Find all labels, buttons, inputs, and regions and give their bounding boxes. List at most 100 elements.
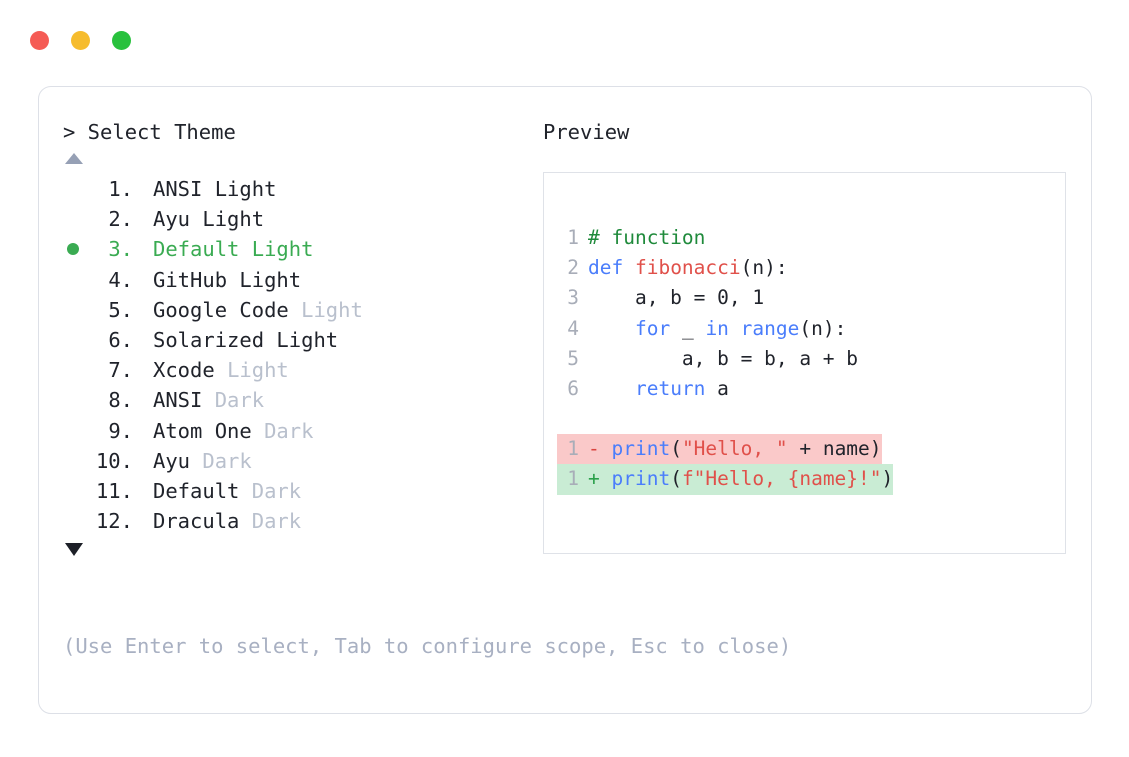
code-token-string: f"Hello, {name}!" — [681, 467, 882, 491]
theme-item-variant: Light — [301, 297, 363, 322]
code-token-plain: (n): — [740, 256, 788, 280]
theme-list-item[interactable]: 7. Xcode Light — [63, 355, 533, 385]
code-line-number: 3 — [567, 286, 579, 310]
theme-list-item[interactable]: 11. Default Dark — [63, 476, 533, 506]
theme-item-name: Atom One — [153, 418, 265, 443]
code-line-content: return a — [588, 374, 729, 404]
theme-item-gap — [133, 204, 153, 234]
theme-list-item[interactable]: 4. GitHub Light — [63, 265, 533, 295]
theme-list-item[interactable]: 9. Atom One Dark — [63, 416, 533, 446]
code-token-plain: ( — [670, 467, 682, 491]
diff-line-number: 1 — [567, 437, 579, 461]
theme-item-gap — [133, 476, 153, 506]
theme-list-item[interactable]: 1. ANSI Light — [63, 174, 533, 204]
code-line-content: a, b = 0, 1 — [588, 283, 764, 313]
close-window-button[interactable] — [30, 31, 49, 50]
theme-item-name: ANSI — [153, 388, 215, 413]
code-line-content: def fibonacci(n): — [588, 253, 788, 283]
theme-item-number: 7. — [108, 358, 133, 383]
code-line: 4 for _ in range(n): — [557, 314, 893, 344]
keyboard-help-text: (Use Enter to select, Tab to configure s… — [63, 634, 792, 658]
theme-item-number: 6. — [108, 327, 133, 352]
theme-item-name: Dracula — [153, 509, 252, 534]
theme-item-variant: Light — [251, 237, 314, 262]
theme-item-gap — [133, 234, 153, 264]
theme-list-item[interactable]: 8. ANSI Dark — [63, 385, 533, 415]
code-line-content: # function — [588, 223, 705, 253]
theme-list-item[interactable]: 5. Google Code Light — [63, 295, 533, 325]
theme-item-variant: Light — [202, 207, 265, 232]
code-line: 6 return a — [557, 374, 893, 404]
code-token-keyword: print — [611, 467, 671, 491]
code-line-content: a, b = b, a + b — [588, 344, 858, 374]
code-line-content: for _ in range(n): — [588, 314, 846, 344]
diff-marker: - — [588, 437, 612, 461]
theme-list-item[interactable]: 6. Solarized Light — [63, 325, 533, 355]
code-line-number: 5 — [567, 346, 579, 370]
theme-item-variant: Dark — [264, 418, 314, 443]
diff-line-row: 1- print("Hello, " + name) — [557, 434, 893, 465]
diff-line-number: 1 — [567, 467, 579, 491]
code-line-number: 6 — [567, 377, 579, 401]
theme-item-variant: Dark — [251, 509, 302, 534]
code-token-keyword: for — [634, 316, 671, 340]
theme-item-number: 3. — [108, 237, 133, 262]
theme-list-item[interactable]: 10. Ayu Dark — [63, 446, 533, 476]
theme-item-name: ANSI — [153, 177, 215, 201]
theme-item-number: 4. — [108, 267, 133, 292]
code-token-plain: _ — [670, 316, 706, 340]
diff-line-row: 1+ print(f"Hello, {name}!") — [557, 464, 894, 495]
theme-item-variant: Dark — [202, 448, 252, 473]
code-line-number: 1 — [567, 226, 579, 249]
code-token-keyword: in range — [705, 316, 800, 340]
window-traffic-lights — [30, 31, 131, 50]
theme-item-name: Default — [153, 478, 252, 503]
maximize-window-button[interactable] — [112, 31, 131, 50]
theme-item-number: 8. — [108, 388, 133, 413]
theme-item-variant: Dark — [251, 478, 302, 503]
theme-item-gap — [133, 325, 153, 355]
theme-item-name: Ayu — [153, 448, 203, 473]
theme-item-gap — [133, 416, 153, 446]
triangle-down-icon[interactable] — [65, 543, 83, 557]
code-token-plain — [588, 377, 635, 400]
code-line: 1 # function — [557, 223, 893, 253]
code-line: 3 a, b = 0, 1 — [557, 283, 893, 313]
theme-item-number: 5. — [108, 297, 133, 322]
code-token-plain: a — [705, 377, 729, 401]
code-token-func: fibonacci — [634, 256, 741, 280]
code-token-plain: ( — [670, 437, 682, 461]
theme-list-item[interactable]: 12. Dracula Dark — [63, 506, 533, 536]
code-token-keyword: return — [634, 377, 706, 401]
prompt-label: > Select Theme — [63, 120, 236, 144]
theme-item-name: Default — [153, 237, 252, 262]
code-line: 5 a, b = b, a + b — [557, 344, 893, 374]
diff-marker: + — [588, 467, 612, 491]
theme-list-item[interactable]: 3. Default Light — [63, 234, 533, 264]
theme-item-variant: Light — [227, 358, 289, 383]
triangle-up-icon[interactable] — [65, 153, 83, 164]
code-token-string: "Hello, " — [681, 437, 788, 461]
theme-list-item[interactable]: 2. Ayu Light — [63, 204, 533, 234]
minimize-window-button[interactable] — [71, 31, 90, 50]
theme-item-variant: Light — [214, 177, 277, 201]
selection-bullet-slot — [63, 243, 91, 256]
code-token-keyword: def — [588, 256, 635, 280]
theme-item-number: 2. — [108, 207, 133, 232]
theme-item-gap — [133, 446, 153, 476]
selected-bullet-icon — [67, 243, 79, 256]
theme-item-gap — [133, 385, 153, 415]
theme-item-name: GitHub — [153, 267, 240, 292]
preview-label: Preview — [543, 120, 630, 144]
theme-item-gap — [133, 295, 153, 325]
theme-item-gap — [133, 265, 153, 295]
theme-item-number: 1. — [108, 177, 133, 201]
code-line-number: 2 — [567, 256, 579, 280]
code-token-plain: a, b = b, a + b — [588, 346, 859, 370]
